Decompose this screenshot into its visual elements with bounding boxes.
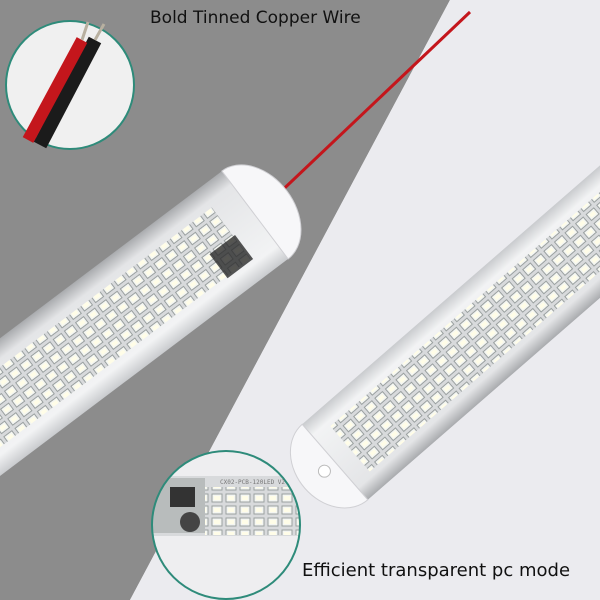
led-bar-left [0, 164, 302, 512]
red-wire [270, 10, 472, 202]
wire-closeup-inset [5, 20, 135, 150]
caption-bottom: Efficient transparent pc mode [302, 560, 571, 581]
caption-top: Bold Tinned Copper Wire [150, 8, 361, 28]
pcb-closeup-inset [151, 450, 301, 600]
led-bar-right [289, 148, 600, 509]
pcb-label: CX02-PCB-120LED V2 [220, 479, 286, 486]
light-background [130, 0, 600, 600]
